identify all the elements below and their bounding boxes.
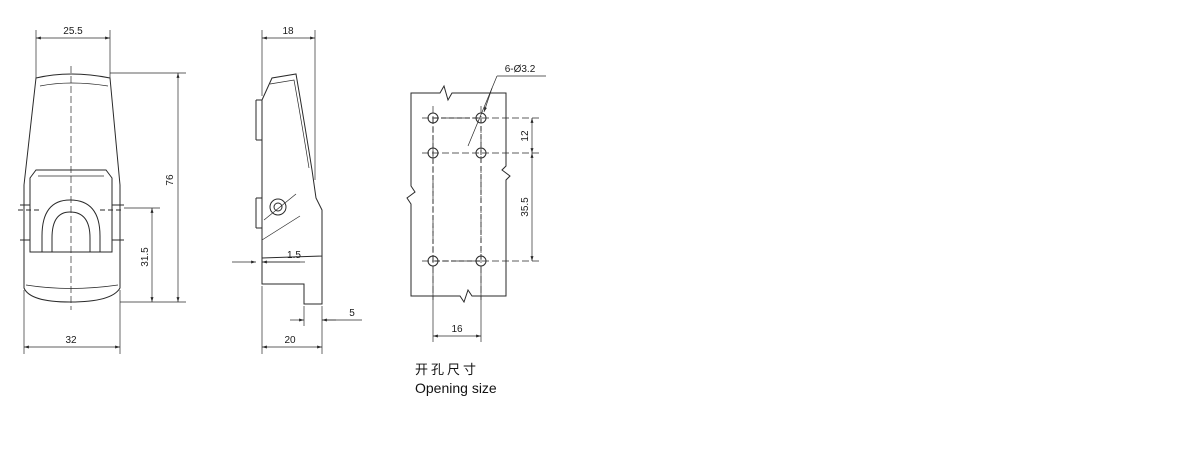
opening-view (406, 84, 540, 304)
caption-chinese: 开孔尺寸 (415, 363, 479, 378)
dim-width-top: 25.5 (63, 26, 83, 37)
dim-hole-spacing: 16 (451, 324, 463, 335)
dim-pitch-short: 12 (520, 130, 531, 142)
dim-width-bottom: 32 (65, 335, 77, 346)
opening-view-dimensions: 6-Ø3.2 12 35.5 16 (432, 64, 546, 342)
hole-group (427, 112, 487, 267)
dim-step: 5 (349, 308, 355, 319)
side-view-dimensions: 18 1.5 20 5 (232, 26, 362, 354)
caption-english: Opening size (415, 380, 497, 396)
dim-height-total: 76 (165, 174, 176, 186)
side-view (255, 73, 323, 305)
front-view-dimensions: 25.5 32 76 31.5 (23, 26, 186, 354)
dim-depth-bottom: 20 (284, 335, 296, 346)
dim-depth-top: 18 (282, 26, 294, 37)
caption: 开孔尺寸 Opening size (415, 363, 497, 396)
dim-offset: 1.5 (287, 250, 301, 261)
dim-height-lower: 31.5 (140, 247, 151, 267)
dim-pitch-long: 35.5 (520, 197, 531, 217)
hole-callout: 6-Ø3.2 (505, 64, 536, 75)
front-view (18, 66, 124, 310)
